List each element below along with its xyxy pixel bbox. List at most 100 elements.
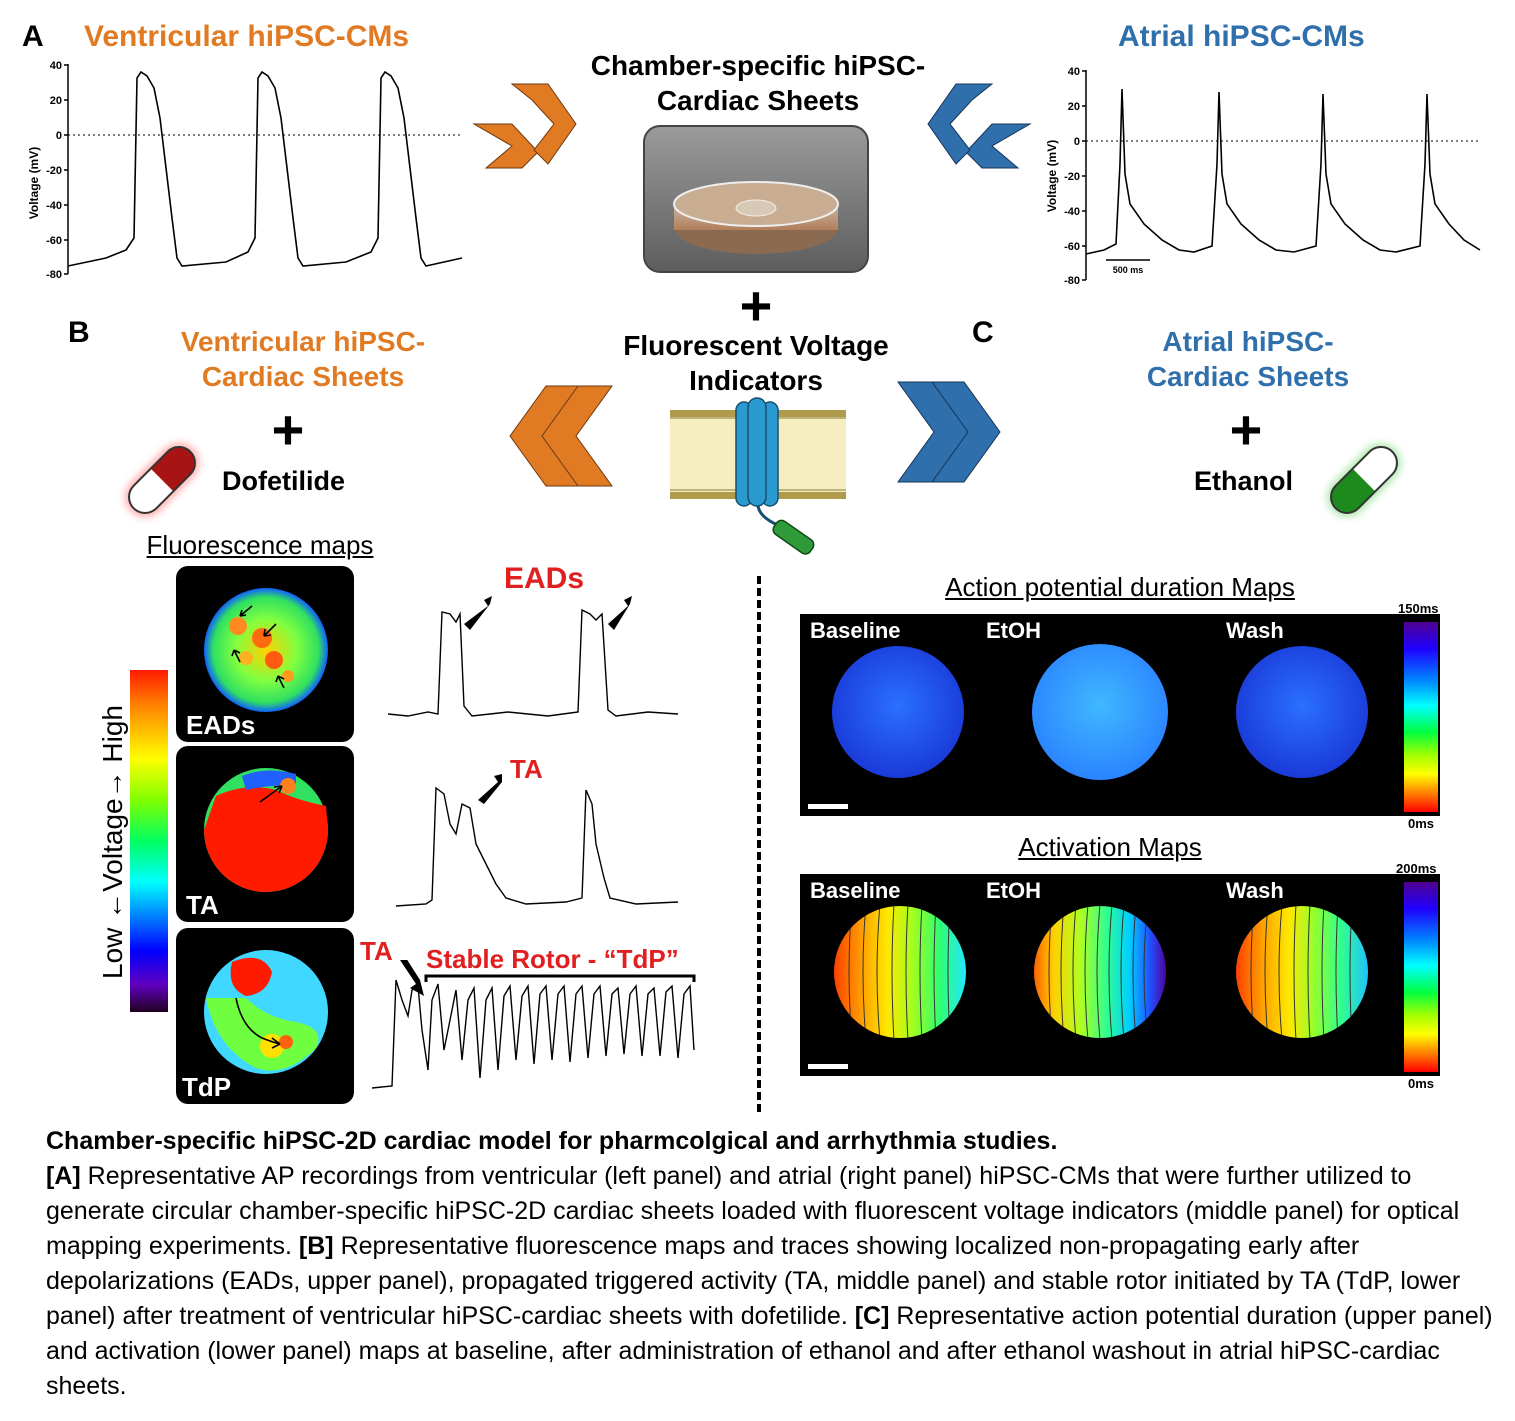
caption-title: Chamber-specific hiPSC-2D cardiac model …: [46, 1127, 1058, 1155]
a-tick: 0: [1074, 136, 1080, 148]
apd-maps-title: Action potential duration Maps: [945, 572, 1295, 602]
blue-double-chevron-icon: [927, 83, 1032, 169]
tdp-trace: [372, 960, 696, 1089]
atrial-sheets-title: Atrial hiPSC- Cardiac Sheets: [1120, 324, 1376, 394]
panel-c-plus: +: [1229, 398, 1263, 461]
tdp-map-label: TdP: [182, 1072, 232, 1102]
act-etoh-circle: [1034, 906, 1166, 1038]
voltage-colorbar: [130, 670, 168, 1012]
panel-b-letter: B: [68, 316, 90, 349]
panel-a-letter: A: [22, 20, 44, 53]
atrial-sheets-line2: Cardiac Sheets: [1146, 361, 1350, 392]
figure-caption: Chamber-specific hiPSC-2D cardiac model …: [46, 1124, 1496, 1404]
tdp-map: TdP: [176, 928, 354, 1104]
dofetilide-label: Dofetilide: [222, 466, 346, 496]
red-pill-icon: [125, 443, 199, 517]
voltage-indicator-channel-icon: [670, 397, 846, 555]
act-baseline-label: Baseline: [810, 878, 901, 903]
caption-c-text: Representative action potential duration…: [46, 1302, 1493, 1400]
v-tick: -20: [46, 165, 62, 177]
apd-scale-max: 150ms: [1398, 601, 1439, 616]
ventricular-sheets-line1: Ventricular hiPSC-: [180, 326, 426, 357]
fluorescence-maps-title: Fluorescence maps: [146, 530, 374, 560]
apd-colorbar: [1404, 622, 1438, 812]
v-tick: 40: [50, 60, 62, 72]
center-plus: +: [739, 274, 773, 337]
chamber-sheets-title-line2: Cardiac Sheets: [656, 85, 860, 116]
caption-a-tag: [A]: [46, 1162, 81, 1190]
caption-body: [A] Representative AP recordings from ve…: [46, 1159, 1496, 1404]
ta2-trace-label: TA: [360, 936, 393, 966]
apd-baseline-circle: [832, 646, 964, 778]
eads-map: EADs: [176, 566, 354, 742]
indicators-line2: Indicators: [689, 365, 823, 396]
atrial-ylabel: Voltage (mV): [1045, 140, 1059, 212]
panel-b-plus: +: [271, 398, 305, 461]
v-tick: 0: [56, 130, 62, 142]
petri-dish-image: [643, 125, 869, 273]
a-tick: -80: [1064, 275, 1080, 287]
act-scale-min: 0ms: [1408, 1076, 1435, 1091]
a-tick: -40: [1064, 206, 1080, 218]
rotor-trace-label: Stable Rotor - “TdP”: [426, 944, 679, 974]
eads-trace: [388, 596, 679, 717]
voltage-colorbar-label: Low ←Voltage→ High: [97, 705, 128, 979]
ta-map-label: TA: [186, 890, 219, 920]
panel-c-letter: C: [972, 316, 994, 349]
apd-etoh-label: EtOH: [986, 618, 1041, 643]
fluorescent-indicators-title: Fluorescent Voltage Indicators: [600, 328, 912, 398]
ta-trace-label: TA: [510, 754, 543, 784]
a-tick: -60: [1064, 241, 1080, 253]
act-scale-bar: [808, 1064, 848, 1069]
indicators-line1: Fluorescent Voltage: [623, 330, 889, 361]
apd-wash-circle: [1236, 646, 1368, 778]
a-tick: 40: [1068, 66, 1080, 78]
a-tick: -20: [1064, 171, 1080, 183]
v-tick: 20: [50, 95, 62, 107]
act-wash-label: Wash: [1226, 878, 1284, 903]
orange-double-chevron-icon: [472, 83, 577, 169]
caption-a-text: Representative AP recordings from ventri…: [46, 1162, 1460, 1260]
caption-c-tag: [C]: [854, 1302, 890, 1330]
atrial-ap-trace: [1085, 88, 1481, 255]
chamber-sheets-title-line1: Chamber-specific hiPSC-: [590, 50, 926, 81]
act-wash-circle: [1236, 906, 1368, 1038]
caption-b-text: Representative fluorescence maps and tra…: [46, 1232, 1461, 1330]
v-tick: -40: [46, 200, 62, 212]
eads-map-label: EADs: [186, 710, 256, 740]
panel-divider: [757, 576, 761, 1112]
ta-trace: [396, 774, 679, 907]
v-tick: -80: [46, 269, 62, 281]
ethanol-label: Ethanol: [1194, 466, 1293, 496]
activation-maps-title: Activation Maps: [1018, 832, 1202, 862]
apd-scale-min: 0ms: [1408, 816, 1435, 831]
apd-wash-label: Wash: [1226, 618, 1284, 643]
ventricular-ylabel: Voltage (mV): [27, 147, 41, 219]
caption-b-tag: [B]: [298, 1232, 334, 1260]
atrial-cms-title: Atrial hiPSC-CMs: [1118, 20, 1365, 53]
apd-baseline-label: Baseline: [810, 618, 901, 643]
atrial-ap-plot: Voltage (mV) 40 20 0 -20 -40 -60 -80 500…: [1045, 66, 1481, 287]
ventricular-ap-trace: [67, 70, 463, 267]
activation-maps-panel: Baseline EtOH Wash: [800, 874, 1440, 1076]
act-scale-max: 200ms: [1396, 861, 1437, 876]
apd-scale-bar: [808, 804, 848, 809]
act-baseline-circle: [834, 906, 966, 1038]
activation-colorbar: [1404, 882, 1438, 1072]
ventricular-sheets-line2: Cardiac Sheets: [201, 361, 405, 392]
atrial-scalebar-label: 500 ms: [1113, 265, 1144, 275]
a-tick: 20: [1068, 101, 1080, 113]
blue-right-chevron-icon: [897, 381, 1001, 483]
apd-maps-panel: Baseline EtOH Wash: [800, 614, 1440, 816]
ventricular-cms-title: Ventricular hiPSC-CMs: [84, 20, 410, 53]
orange-left-chevron-icon: [509, 385, 613, 487]
chamber-sheets-title: Chamber-specific hiPSC- Cardiac Sheets: [560, 48, 956, 118]
act-etoh-label: EtOH: [986, 878, 1041, 903]
eads-trace-label: EADs: [504, 562, 585, 595]
ventricular-ap-plot: Voltage (mV) 40 20 0 -20 -40 -60 -80: [27, 60, 463, 281]
v-tick: -60: [46, 235, 62, 247]
atrial-sheets-line1: Atrial hiPSC-: [1162, 326, 1334, 357]
green-pill-icon: [1327, 443, 1401, 517]
ventricular-sheets-title: Ventricular hiPSC- Cardiac Sheets: [160, 324, 446, 394]
ta-map: TA: [176, 746, 354, 922]
